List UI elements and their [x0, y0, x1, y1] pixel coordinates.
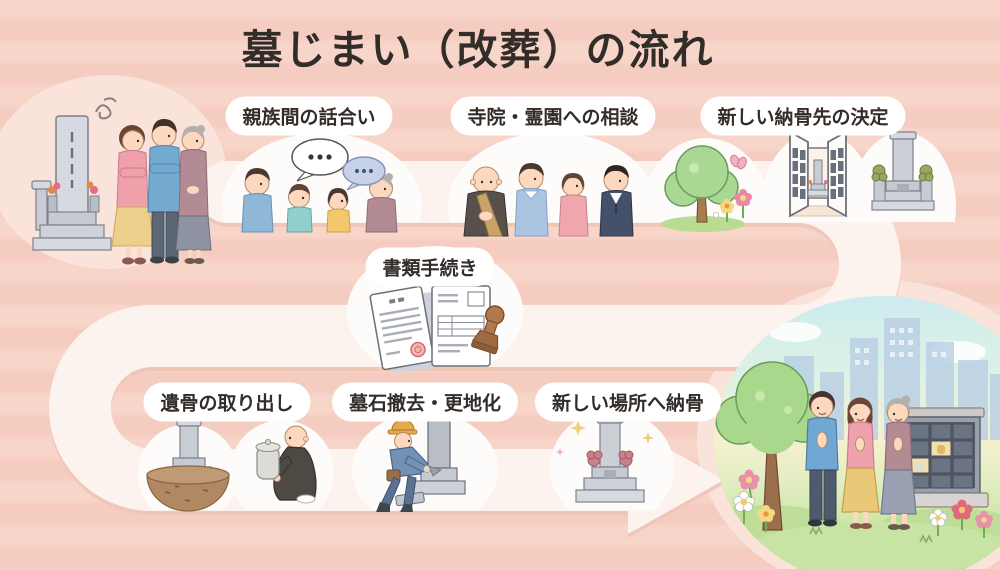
staff-suit-figure [599, 165, 634, 237]
sparkle-icon [556, 448, 564, 456]
family-visiting-grave-illustration [31, 97, 212, 265]
worker-figure [376, 419, 442, 512]
woman-figure [111, 125, 155, 265]
sparkle-icon [570, 420, 586, 436]
family-discussion-icon [241, 138, 398, 233]
consulting-woman-figure [558, 173, 589, 237]
step-label-paperwork: 書類手続き [365, 247, 495, 287]
grandmother-figure [175, 125, 212, 264]
step-label-remains-removal: 遺骨の取り出し [143, 382, 311, 422]
monk-with-urn-icon [255, 425, 317, 504]
butterfly-icon [730, 154, 747, 170]
remains-removal-icon [146, 419, 317, 512]
new-site-options-icon [661, 130, 935, 232]
flower-pink-icon [734, 189, 752, 218]
grave-on-soil-icon [146, 419, 230, 512]
praying-man-figure [805, 391, 839, 527]
person-girl [326, 188, 351, 233]
columbarium-hall-icon [788, 130, 848, 218]
step-label-family-discussion: 親族間の話合い [225, 96, 393, 136]
sparkle-icon [642, 432, 654, 444]
praying-grandmother-figure [880, 395, 917, 530]
praying-woman-figure [841, 397, 880, 529]
step-label-gravestone-removal: 墓石撤去・更地化 [331, 382, 519, 422]
step-label-new-site-decision: 新しい納骨先の決定 [700, 96, 906, 136]
consulting-man-figure [514, 163, 549, 237]
temple-consultation-icon [463, 163, 634, 237]
garden-flowers-icon [733, 469, 993, 544]
paperwork-icon [369, 285, 505, 373]
family-praying-at-columbarium-illustration [714, 296, 1000, 569]
page-title: 墓じまい（改葬）の流れ [241, 27, 715, 73]
gravestone-option-icon [871, 131, 935, 211]
flower-yellow-icon [719, 198, 735, 222]
new-interment-icon [556, 415, 654, 503]
person-boy [286, 184, 313, 233]
speech-bubble-2-icon [342, 156, 386, 191]
step-label-temple-consultation: 寺院・霊園への相談 [450, 96, 656, 136]
grave-flowers-icon [48, 181, 98, 194]
application-form-icon [431, 285, 491, 367]
person-father [241, 168, 274, 233]
hanko-stamp-icon [471, 305, 505, 355]
speech-bubble-icon [291, 138, 349, 182]
tree-burial-icon [661, 145, 752, 232]
document-with-seal-icon [369, 285, 435, 371]
worry-squiggle-icon [95, 104, 112, 120]
columbarium-cabinet-icon [893, 407, 989, 508]
old-gravestone-icon [32, 115, 112, 251]
gravestone-removal-icon [376, 419, 466, 512]
step-label-new-interment: 新しい場所へ納骨 [534, 382, 722, 422]
city-skyline [752, 318, 1000, 440]
monk-figure [463, 166, 509, 237]
